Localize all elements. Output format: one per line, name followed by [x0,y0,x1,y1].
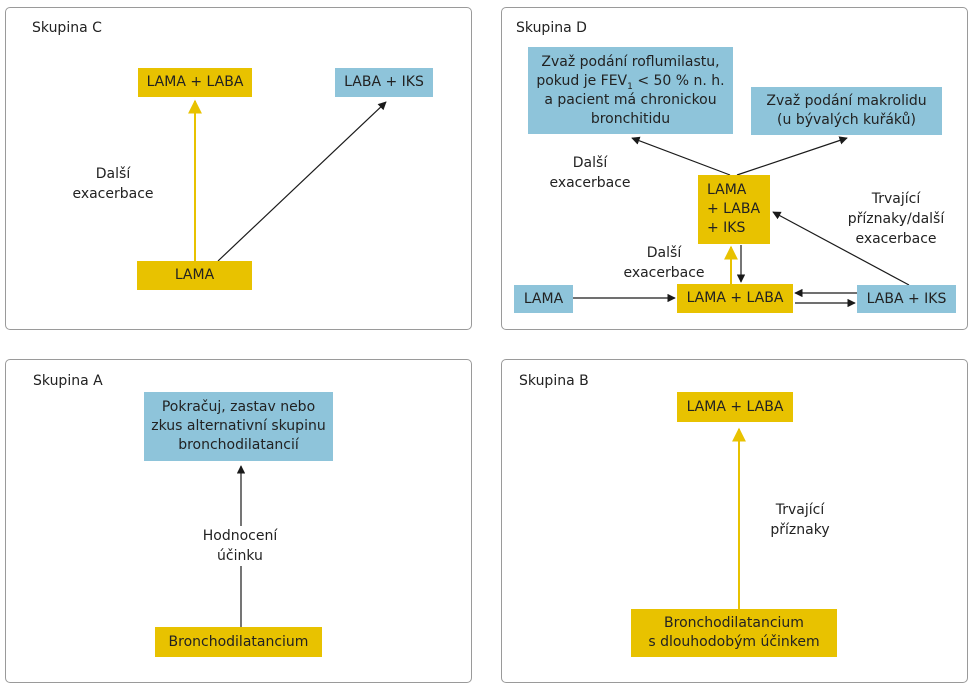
d-roflumilast-line2: pokud je FEV1 < 50 % n. h. [536,72,724,91]
d-roflumilast-line2-sub: 1 [627,81,633,92]
group-c-title: Skupina C [32,20,102,36]
d-roflumilast-line3: a pacient má chronickou [544,91,717,108]
d-roflumilast-line1: Zvaž podání roflumilastu, [541,53,720,70]
c-label-line1: Další [95,166,131,182]
d-box-makrolid: Zvaž podání makrolidu (u bývalých kuřáků… [751,87,942,135]
arrow-c-lama-to-laba-iks [217,101,387,262]
a-top-line2: zkus alternativní skupinu [151,418,326,434]
a-label-line2: účinku [217,548,263,564]
c-label-line2: exacerbace [72,186,154,202]
d-triple-line3: + IKS [707,220,746,236]
d-triple-line2: + LABA [707,201,761,217]
d-makrolid-line2: (u bývalých kuřáků) [777,112,916,128]
d-roflumilast-line2-pre: pokud je FEV [536,72,628,89]
a-label-effect: Hodnocení účinku [190,526,290,566]
d-box-laba-iks: LABA + IKS [857,285,956,313]
group-a-title: Skupina A [33,373,103,389]
arrow-d-triple-to-makrolid [736,136,848,176]
d-box-roflumilast: Zvaž podání roflumilastu, pokud je FEV1 … [528,47,733,134]
c-label-exacerbation: Další exacerbace [64,164,162,204]
d-label-right-line3: exacerbace [855,231,937,247]
b-bottom-line2: s dlouhodobým účinkem [648,634,820,650]
d-label-right-line2: příznaky/další [847,211,945,227]
c-box-lama: LAMA [137,261,252,290]
d-makrolid-line1: Zvaž podání makrolidu [766,93,927,109]
d-label-left: Další exacerbace [540,153,640,193]
d-box-lama-laba: LAMA + LABA [677,284,793,313]
a-box-bottom: Bronchodilatancium [155,627,322,657]
arrow-d-laba-iks-to-triple [772,211,910,286]
d-label-mid: Další exacerbace [614,243,714,283]
c-box-laba-iks: LABA + IKS [335,68,433,97]
a-box-top: Pokračuj, zastav nebo zkus alternativní … [144,392,333,461]
b-label-line2: příznaky [770,522,830,538]
d-label-mid-line2: exacerbace [623,265,705,281]
d-label-left-line1: Další [572,155,608,171]
d-box-triple: LAMA + LABA + IKS [698,175,770,244]
d-label-right-line1: Trvající [871,191,921,207]
d-label-right: Trvající příznaky/další exacerbace [834,189,958,249]
group-b-title: Skupina B [519,373,589,389]
a-top-line1: Pokračuj, zastav nebo [161,399,316,415]
d-box-lama: LAMA [514,285,573,313]
d-triple-line1: LAMA [707,182,747,198]
b-box-top: LAMA + LABA [677,392,793,422]
b-bottom-line1: Bronchodilatancium [664,615,804,631]
c-box-lama-laba: LAMA + LABA [138,68,252,97]
d-label-mid-line1: Další [646,245,682,261]
a-top-line3: bronchodilatancií [178,437,299,453]
b-box-bottom: Bronchodilatancium s dlouhodobým účinkem [631,609,837,657]
b-label-line1: Trvající [775,502,825,518]
arrow-d-triple-to-roflumilast [631,136,731,176]
group-d-title: Skupina D [516,20,587,36]
b-label-symptoms: Trvající příznaky [760,500,840,540]
d-roflumilast-line4: bronchitidu [590,110,671,127]
d-roflumilast-line2-post: < 50 % n. h. [632,72,725,89]
a-label-line1: Hodnocení [202,528,278,544]
d-label-left-line2: exacerbace [549,175,631,191]
